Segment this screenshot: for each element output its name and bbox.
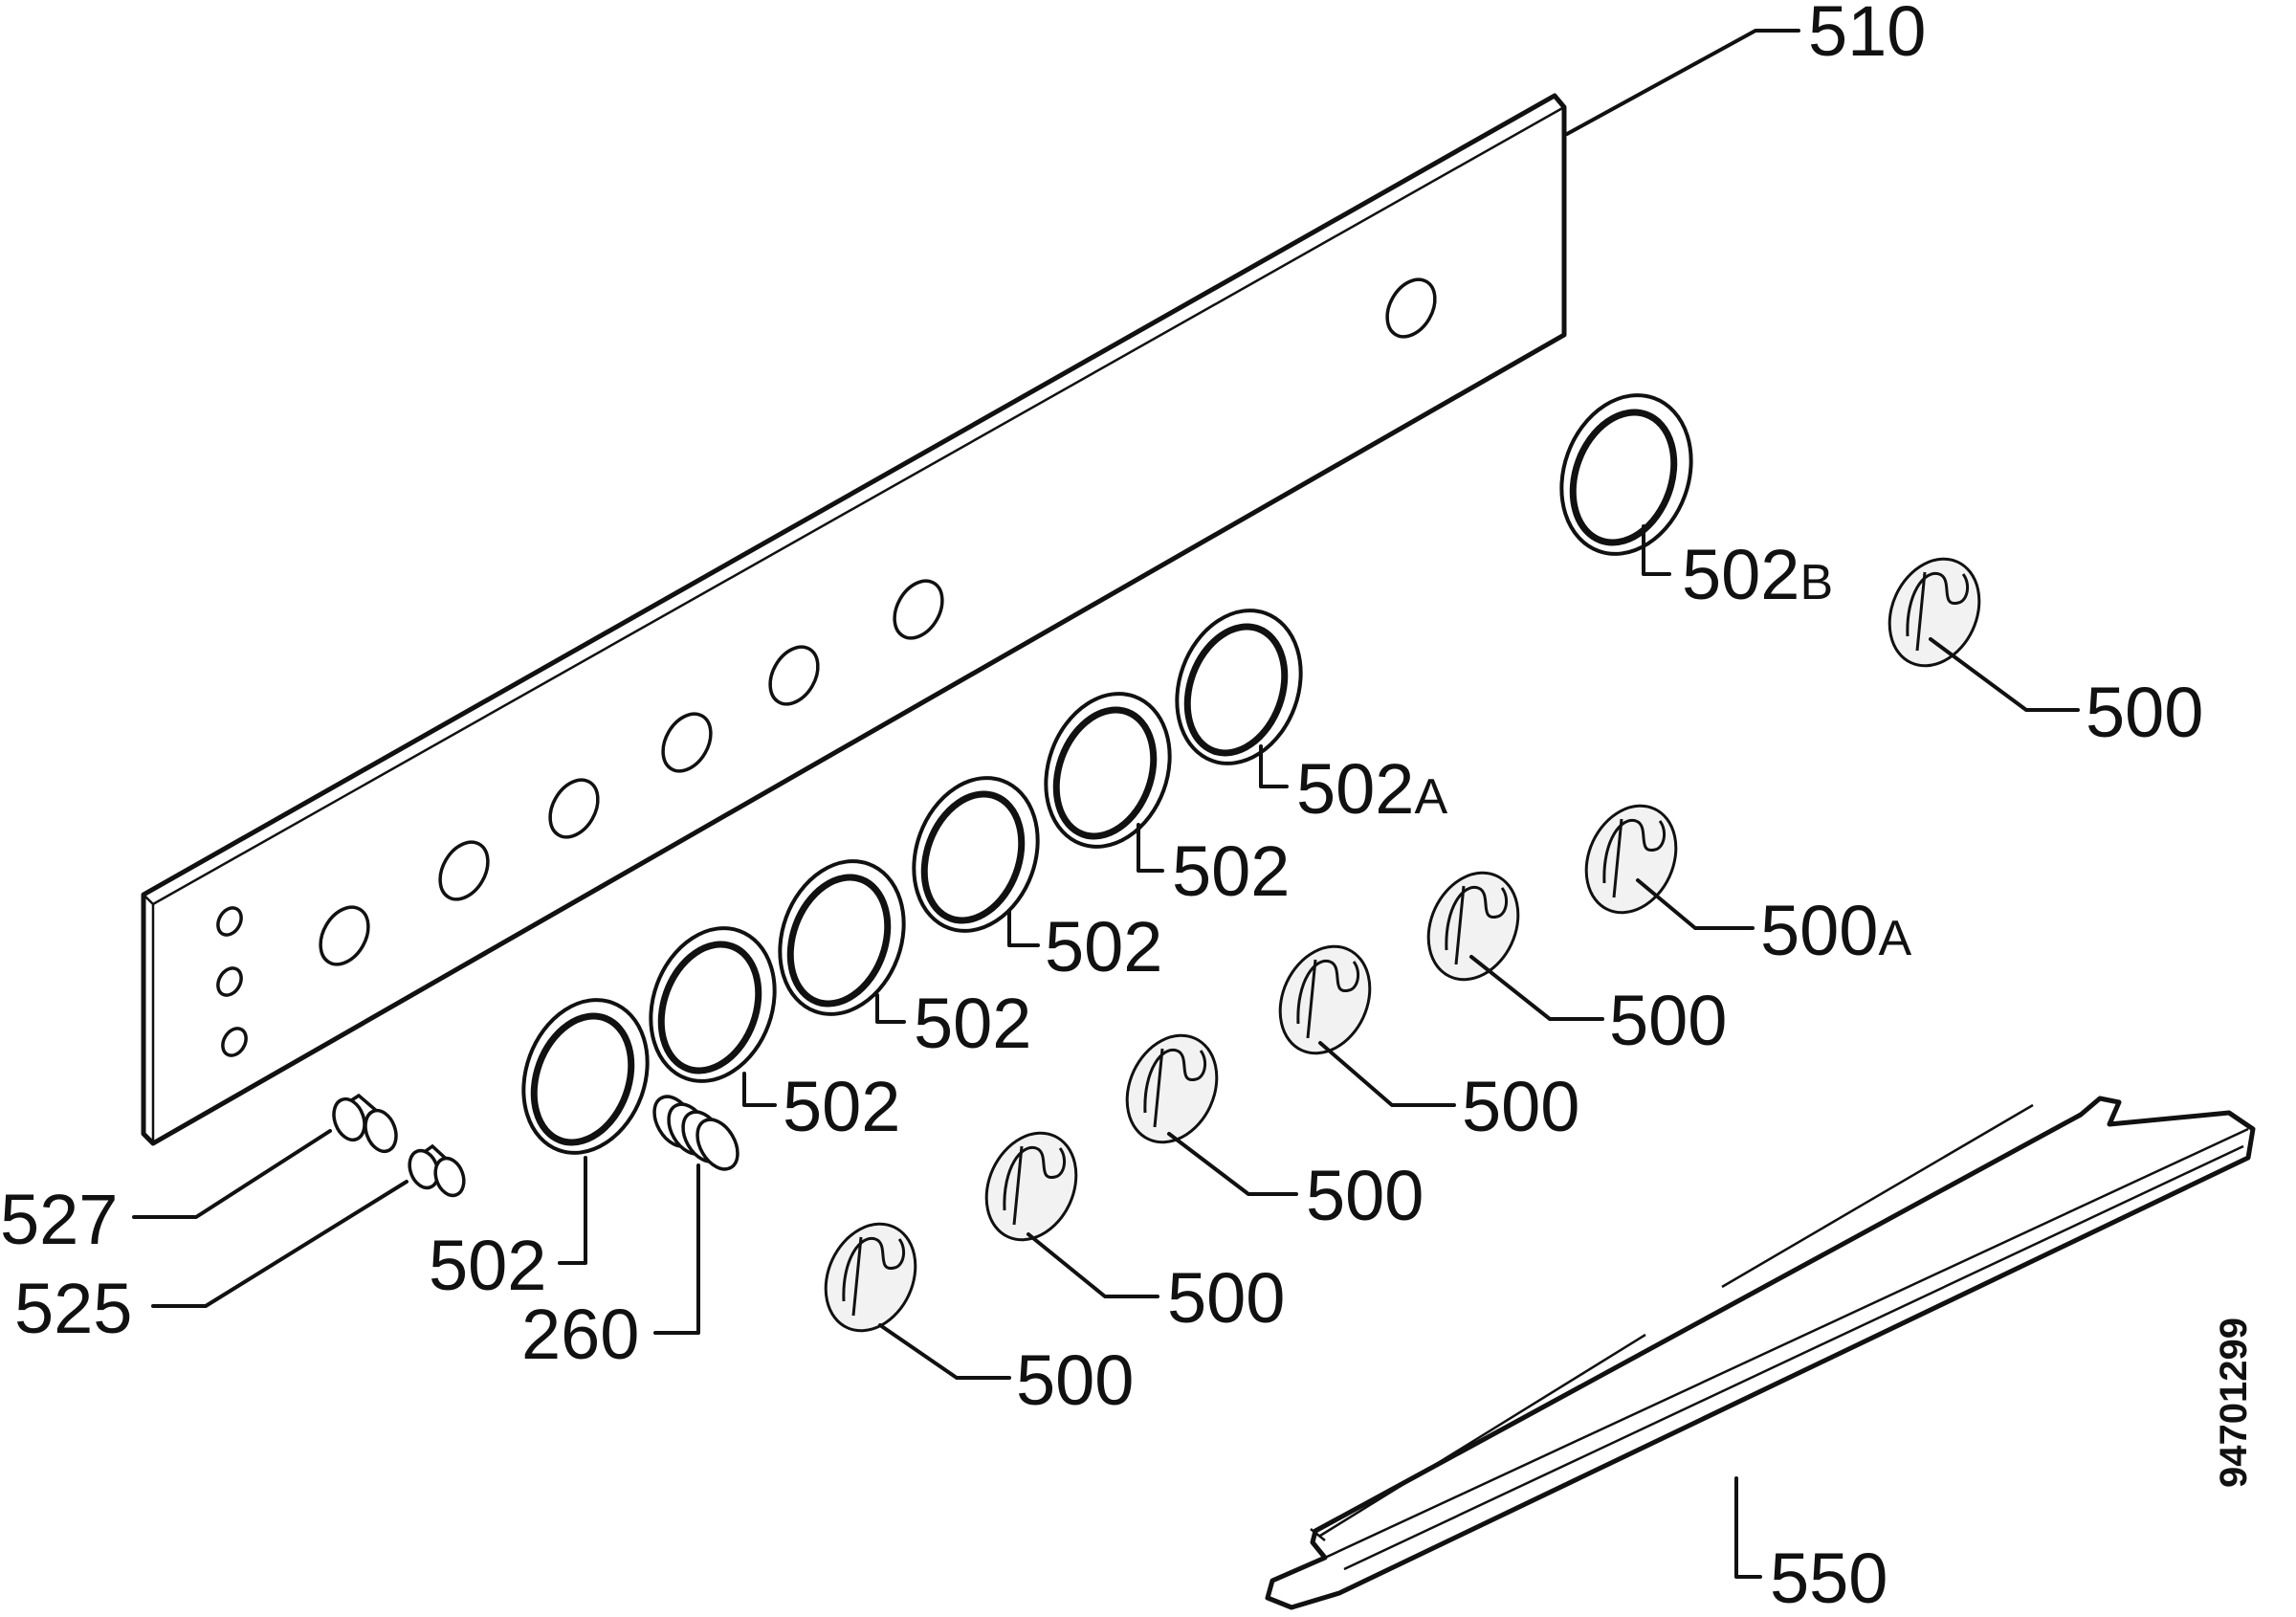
label-ring: 502 <box>1172 831 1290 911</box>
lamp-holder <box>332 1093 398 1154</box>
label-panel: 510 <box>1808 0 1926 71</box>
label-knob: 500 <box>1609 981 1727 1060</box>
label-knob-500A: 500A <box>1760 891 1911 970</box>
label-ring: 502 <box>429 1226 546 1305</box>
bezel-ring <box>521 998 650 1155</box>
bezel-ring <box>912 776 1040 933</box>
control-knob <box>1125 1033 1219 1144</box>
label-ring-502B: 502B <box>1682 535 1833 614</box>
label-knob: 500 <box>2086 673 2203 752</box>
control-knob <box>824 1222 917 1333</box>
trim-strip <box>1265 1096 2256 1610</box>
bezel-ring <box>649 926 777 1083</box>
label-lamp-holder: 527 <box>0 1180 118 1259</box>
label-knob: 500 <box>1306 1156 1424 1235</box>
spring <box>652 1095 740 1171</box>
control-panel <box>141 93 1567 1146</box>
bezel-ring-502A <box>1175 609 1303 765</box>
lamp-cap <box>408 1143 466 1198</box>
bezel-ring <box>1044 692 1172 849</box>
control-knob-500A <box>1584 804 1678 915</box>
control-knob <box>1888 557 1981 668</box>
label-ring: 502 <box>914 984 1031 1063</box>
label-knob: 500 <box>1016 1340 1134 1420</box>
label-ring: 502 <box>1045 907 1162 986</box>
bezel-ring <box>778 859 906 1016</box>
label-knob: 500 <box>1167 1258 1285 1338</box>
label-lamp-cap: 525 <box>14 1269 132 1348</box>
label-spring: 260 <box>521 1295 639 1374</box>
label-trim-strip: 550 <box>1770 1539 1888 1617</box>
knobs <box>824 557 1981 1333</box>
control-knob <box>1278 944 1372 1055</box>
control-knob <box>984 1131 1078 1242</box>
label-knob: 500 <box>1462 1067 1579 1146</box>
document-id: 94701299 <box>2213 1318 2255 1488</box>
bezel-ring-502B <box>1559 393 1693 556</box>
label-ring-502A: 502A <box>1296 749 1447 829</box>
label-ring: 502 <box>783 1067 900 1146</box>
control-knob <box>1426 871 1520 982</box>
leader-lines <box>132 29 2080 1579</box>
